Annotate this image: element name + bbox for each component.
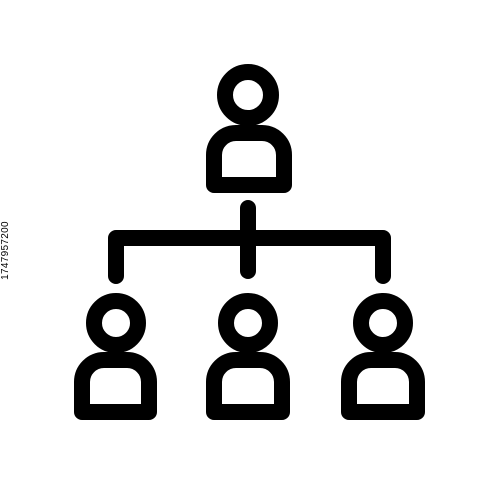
left-person-icon [74,293,157,420]
stock-id-text: 1747957200 [0,220,11,280]
center-person-icon [206,293,290,420]
top-person-body [206,125,292,193]
top-person-icon [206,64,292,193]
center-person-body [206,352,290,420]
right-person-body [341,352,425,420]
hierarchy-connector [108,200,391,284]
right-person-icon [341,293,425,420]
center-person-head [218,293,278,353]
branch-line [108,230,391,284]
left-person-head [86,293,146,353]
left-person-body [74,352,157,420]
stock-id-label: 1747957200 [0,0,14,500]
right-person-head [353,293,413,353]
top-person-head [217,64,279,126]
